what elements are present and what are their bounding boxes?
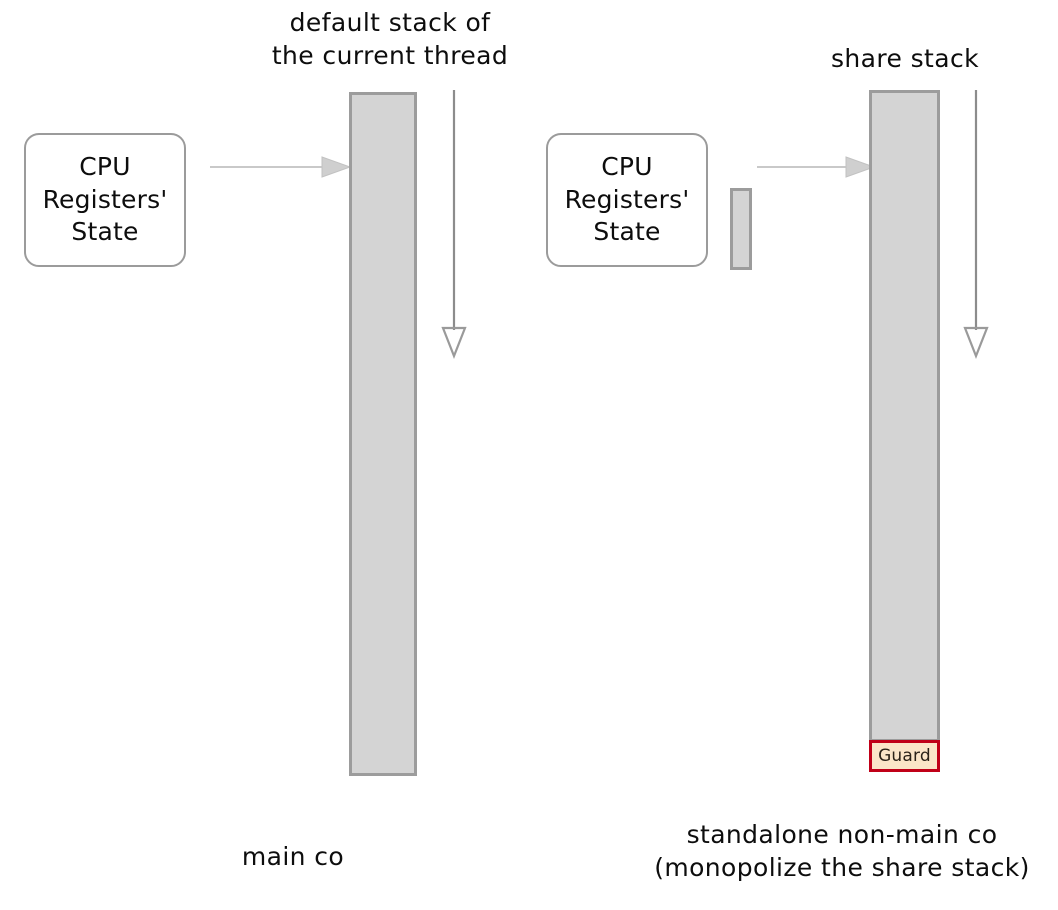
guard-label: Guard xyxy=(878,745,931,766)
default-stack-rect xyxy=(349,92,417,776)
cpu-registers-label-right: CPU Registers' State xyxy=(564,152,690,247)
cpu-registers-label-left: CPU Registers' State xyxy=(42,152,168,247)
saved-stack-chunk-rect xyxy=(730,188,752,270)
share-stack-rect xyxy=(869,90,940,742)
left-stack-title: default stack of the current thread xyxy=(271,8,509,70)
arrow-down-growth-icon-left xyxy=(441,90,467,360)
arrow-right-icon-right xyxy=(757,156,876,178)
arrow-right-icon-left xyxy=(210,156,352,178)
right-panel-caption: standalone non-main co (monopolize the s… xyxy=(654,820,1030,882)
right-stack-title: share stack xyxy=(830,44,980,73)
cpu-registers-box-left: CPU Registers' State xyxy=(24,133,186,267)
guard-box: Guard xyxy=(869,740,940,772)
cpu-registers-box-right: CPU Registers' State xyxy=(546,133,708,267)
arrow-down-growth-icon-right xyxy=(963,90,989,360)
left-panel-caption: main co xyxy=(241,842,345,871)
